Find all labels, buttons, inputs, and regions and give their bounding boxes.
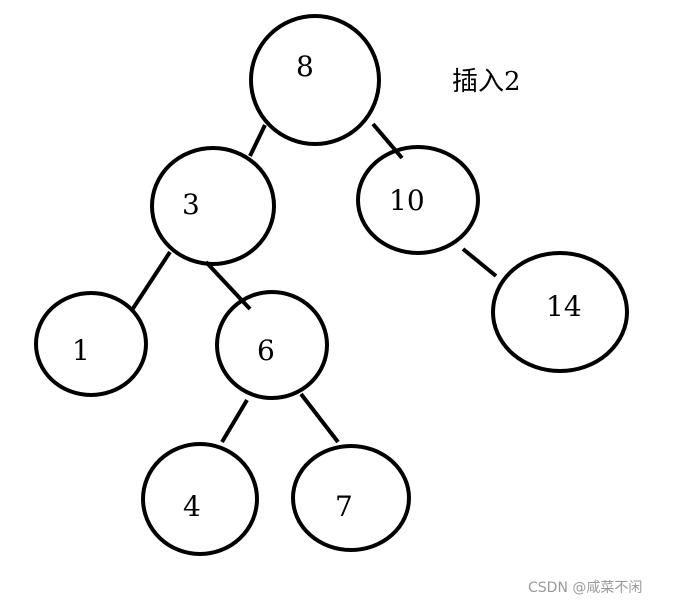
- node-8: 8: [249, 14, 381, 146]
- node-4: 4: [141, 442, 259, 556]
- watermark: CSDN @咸菜不闲: [528, 580, 642, 596]
- node-circle: [215, 290, 329, 400]
- node-circle: [150, 146, 276, 266]
- node-circle: [291, 444, 411, 552]
- node-label: 14: [546, 290, 582, 323]
- edge-8-3: [248, 124, 267, 157]
- node-1: 1: [34, 291, 148, 397]
- edge-3-1: [130, 250, 172, 312]
- node-label: 3: [182, 188, 200, 221]
- edge-3-6: [204, 260, 252, 311]
- node-circle: [141, 442, 259, 556]
- node-10: 10: [356, 145, 480, 255]
- edges: [130, 122, 498, 444]
- node-label: 10: [389, 184, 425, 217]
- edge-6-4: [220, 398, 249, 444]
- node-label: 1: [72, 334, 90, 367]
- edge-6-7: [299, 392, 340, 444]
- node-7: 7: [291, 444, 411, 552]
- node-label: 7: [335, 490, 353, 523]
- node-circle: [34, 291, 148, 397]
- node-14: 14: [491, 251, 629, 373]
- node-label: 8: [296, 50, 314, 83]
- node-3: 3: [150, 146, 276, 266]
- node-circle: [491, 251, 629, 373]
- node-6: 6: [215, 290, 329, 400]
- nodes: 8 3 10 1 6 14 4 7: [34, 14, 629, 556]
- node-label: 6: [257, 334, 275, 367]
- node-circle: [249, 14, 381, 146]
- edge-8-10: [371, 122, 404, 160]
- node-circle: [356, 145, 480, 255]
- edge-10-14: [461, 247, 498, 278]
- node-label: 4: [183, 490, 201, 523]
- diagram-caption: 插入2: [452, 67, 521, 97]
